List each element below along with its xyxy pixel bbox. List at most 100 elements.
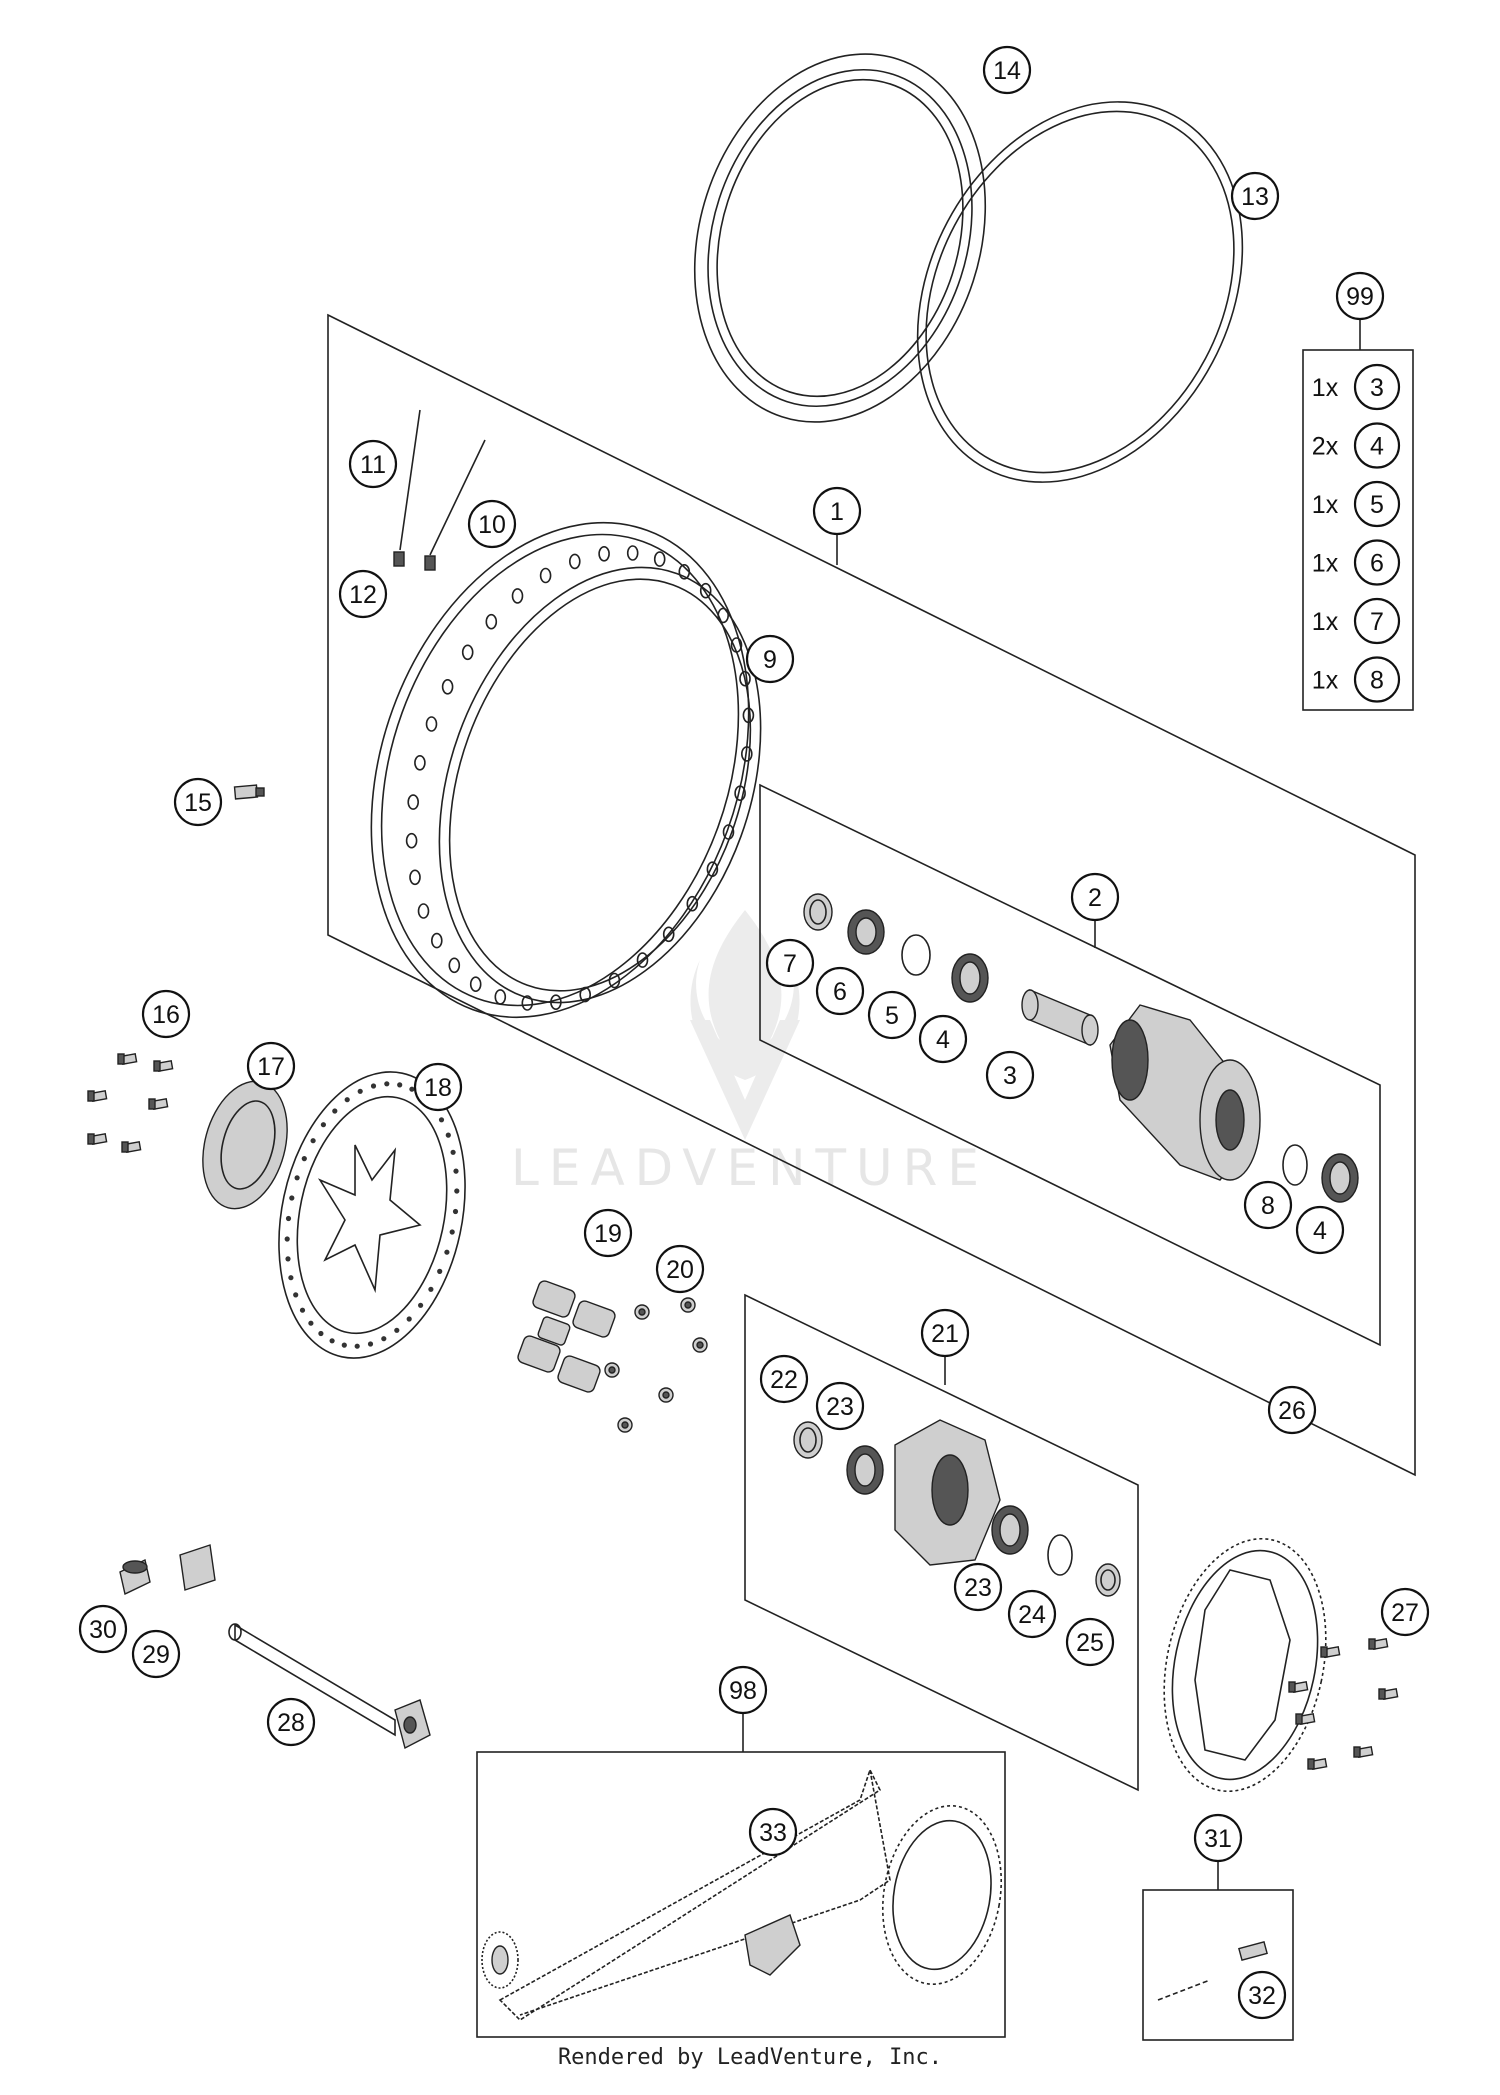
callout-label: 24	[1018, 1601, 1046, 1629]
chain-kit-98-parts	[481, 1767, 1003, 2022]
callout-label: 5	[885, 1002, 899, 1030]
callout-label: 12	[349, 581, 377, 609]
callout-2: 2	[1070, 872, 1120, 922]
bolts-part-27	[1288, 1638, 1399, 1770]
callout-circle	[1007, 1589, 1057, 1639]
callout-99: 99	[1335, 271, 1385, 321]
callout-30: 30	[78, 1604, 128, 1654]
callout-10: 10	[467, 499, 517, 549]
nuts-part-20	[604, 1297, 708, 1433]
callout-label: 29	[142, 1641, 170, 1669]
callout-19: 19	[583, 1208, 633, 1258]
callout-1: 1	[812, 486, 862, 536]
callout-31: 31	[1193, 1813, 1243, 1863]
chain-link-part-32	[1157, 1940, 1268, 2001]
watermark-brand-text: LEADVENTURE	[511, 1139, 989, 1197]
callout-circle	[246, 1041, 296, 1091]
callout-label: 22	[770, 1366, 798, 1394]
watermark: LEADVENTURE	[511, 910, 989, 1197]
callout-24: 24	[1007, 1589, 1057, 1639]
callout-circle	[982, 45, 1032, 95]
callout-circle	[759, 1354, 809, 1404]
callout-label: 13	[1241, 183, 1269, 211]
callout-label: 17	[257, 1053, 285, 1081]
callout-circle	[348, 439, 398, 489]
frame-chain-kit-98	[476, 1751, 1006, 2038]
kit-99-part: 4	[1370, 433, 1384, 461]
kit-99-qty: 2x	[1312, 433, 1339, 461]
callout-label: 3	[1003, 1062, 1017, 1090]
callout-16: 16	[141, 989, 191, 1039]
callout-circle	[812, 486, 862, 536]
callout-label: 8	[1261, 1192, 1275, 1220]
callout-label: 31	[1204, 1825, 1232, 1853]
frame-assembly-21	[744, 1293, 1139, 1792]
callout-circle	[953, 1562, 1003, 1612]
callout-7: 7	[765, 938, 815, 988]
callout-circle	[1335, 271, 1385, 321]
callout-label: 27	[1391, 1599, 1419, 1627]
valve-part-15	[233, 784, 265, 800]
kit-99-qty: 1x	[1312, 667, 1339, 695]
tire-part-14	[693, 53, 987, 423]
callout-label: 9	[763, 646, 777, 674]
callout-circle	[583, 1208, 633, 1258]
frame-assembly-2	[759, 783, 1381, 1347]
callout-8: 8	[1243, 1180, 1293, 1230]
watermark-v-logo	[690, 1020, 800, 1140]
frame-assembly-1	[327, 313, 1416, 1477]
callout-label: 10	[478, 511, 506, 539]
callout-3: 3	[985, 1050, 1035, 1100]
callout-33: 33	[748, 1807, 798, 1857]
callout-circle	[467, 499, 517, 549]
callout-label: 98	[729, 1677, 757, 1705]
callout-circle	[1230, 171, 1280, 221]
callout-label: 11	[360, 451, 386, 479]
callout-17: 17	[246, 1041, 296, 1091]
callout-label: 14	[993, 57, 1021, 85]
callout-27: 27	[1380, 1587, 1430, 1637]
callout-circle	[338, 569, 388, 619]
callout-label: 19	[594, 1220, 622, 1248]
callout-label: 6	[833, 978, 847, 1006]
callout-label: 16	[152, 1001, 180, 1029]
callout-circle	[173, 777, 223, 827]
callout-label: 21	[931, 1320, 959, 1348]
callout-circle	[266, 1697, 316, 1747]
callout-9: 9	[745, 634, 795, 684]
brake-disc-holes	[284, 1081, 460, 1349]
callout-circle	[413, 1062, 463, 1112]
callout-6: 6	[815, 966, 865, 1016]
callout-25: 25	[1065, 1617, 1115, 1667]
callout-circle	[1380, 1587, 1430, 1637]
rim-tape-part-13	[916, 101, 1244, 483]
callout-circle	[748, 1807, 798, 1857]
callout-label: 7	[783, 950, 797, 978]
callout-21: 21	[920, 1308, 970, 1358]
callout-label: 23	[964, 1574, 992, 1602]
callout-4a: 4	[918, 1014, 968, 1064]
callout-circle	[718, 1665, 768, 1715]
leader-lines	[742, 318, 1361, 1890]
callout-label: 23	[826, 1393, 854, 1421]
callout-label: 4	[936, 1026, 950, 1054]
callout-23a: 23	[815, 1381, 865, 1431]
callout-26: 26	[1267, 1385, 1317, 1435]
callout-circle	[1237, 1970, 1287, 2020]
kit-99-qty: 1x	[1312, 608, 1339, 636]
kit-99-part-callout: 5	[1353, 480, 1401, 528]
callout-circle	[815, 966, 865, 1016]
callout-label: 1	[830, 498, 844, 526]
callout-22: 22	[759, 1354, 809, 1404]
callout-5: 5	[867, 990, 917, 1040]
callout-29: 29	[131, 1629, 181, 1679]
callout-18: 18	[413, 1062, 463, 1112]
callout-98: 98	[718, 1665, 768, 1715]
kit-99-part-callout: 8	[1353, 656, 1401, 703]
